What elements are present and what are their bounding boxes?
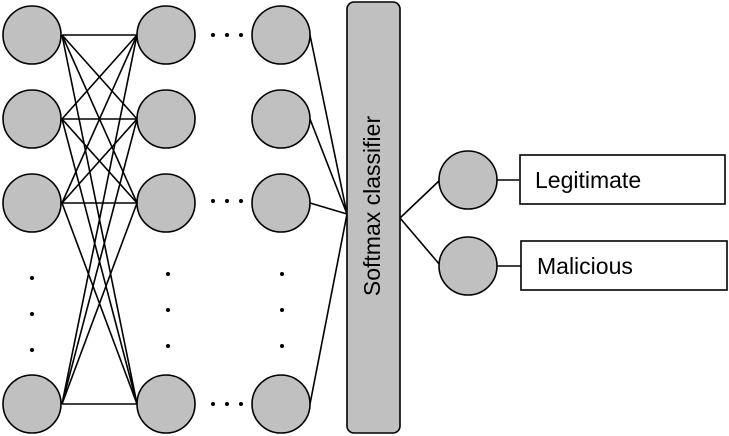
ellipsis-dot	[166, 308, 170, 312]
output-label-legitimate: Legitimate	[519, 154, 726, 205]
hidden-node	[251, 374, 311, 434]
ellipsis-dot	[166, 344, 170, 348]
input-node	[2, 89, 62, 149]
edges-layer1-layer2	[61, 34, 138, 405]
softmax-bar	[346, 1, 401, 434]
hidden-node	[136, 173, 196, 233]
hidden-node	[136, 374, 196, 434]
input-layer	[2, 5, 62, 434]
input-node	[2, 5, 62, 65]
output-node-malicious	[438, 236, 498, 296]
hidden-node	[136, 89, 196, 149]
hidden-layer-2	[136, 5, 196, 434]
hidden-node	[251, 173, 311, 233]
softmax-classifier: Softmax classifier	[346, 1, 401, 434]
hidden-node	[251, 89, 311, 149]
hidden-node	[136, 5, 196, 65]
ellipsis-dot	[30, 276, 34, 280]
ellipsis-dot	[280, 308, 284, 312]
input-node	[2, 173, 62, 233]
output-label-malicious: Malicious	[520, 240, 728, 291]
output-node-legitimate	[438, 150, 498, 210]
ellipsis-dot	[30, 312, 34, 316]
ellipsis-dot	[30, 348, 34, 352]
edges-output-labels	[496, 179, 521, 267]
edges-layer4-softmax	[309, 34, 348, 405]
softmax-label: Softmax classifier	[359, 116, 385, 297]
horizontal-ellipses	[211, 33, 243, 406]
hidden-node	[251, 5, 311, 65]
output-label-text: Malicious	[537, 253, 633, 279]
ellipsis-dot	[166, 272, 170, 276]
output-layer	[438, 150, 498, 296]
output-label-text: Legitimate	[535, 167, 641, 193]
input-node	[2, 374, 62, 434]
ellipsis-dot	[280, 344, 284, 348]
edges-softmax-output	[399, 179, 441, 266]
hidden-layer-last	[251, 5, 311, 434]
ellipsis-dot	[280, 272, 284, 276]
